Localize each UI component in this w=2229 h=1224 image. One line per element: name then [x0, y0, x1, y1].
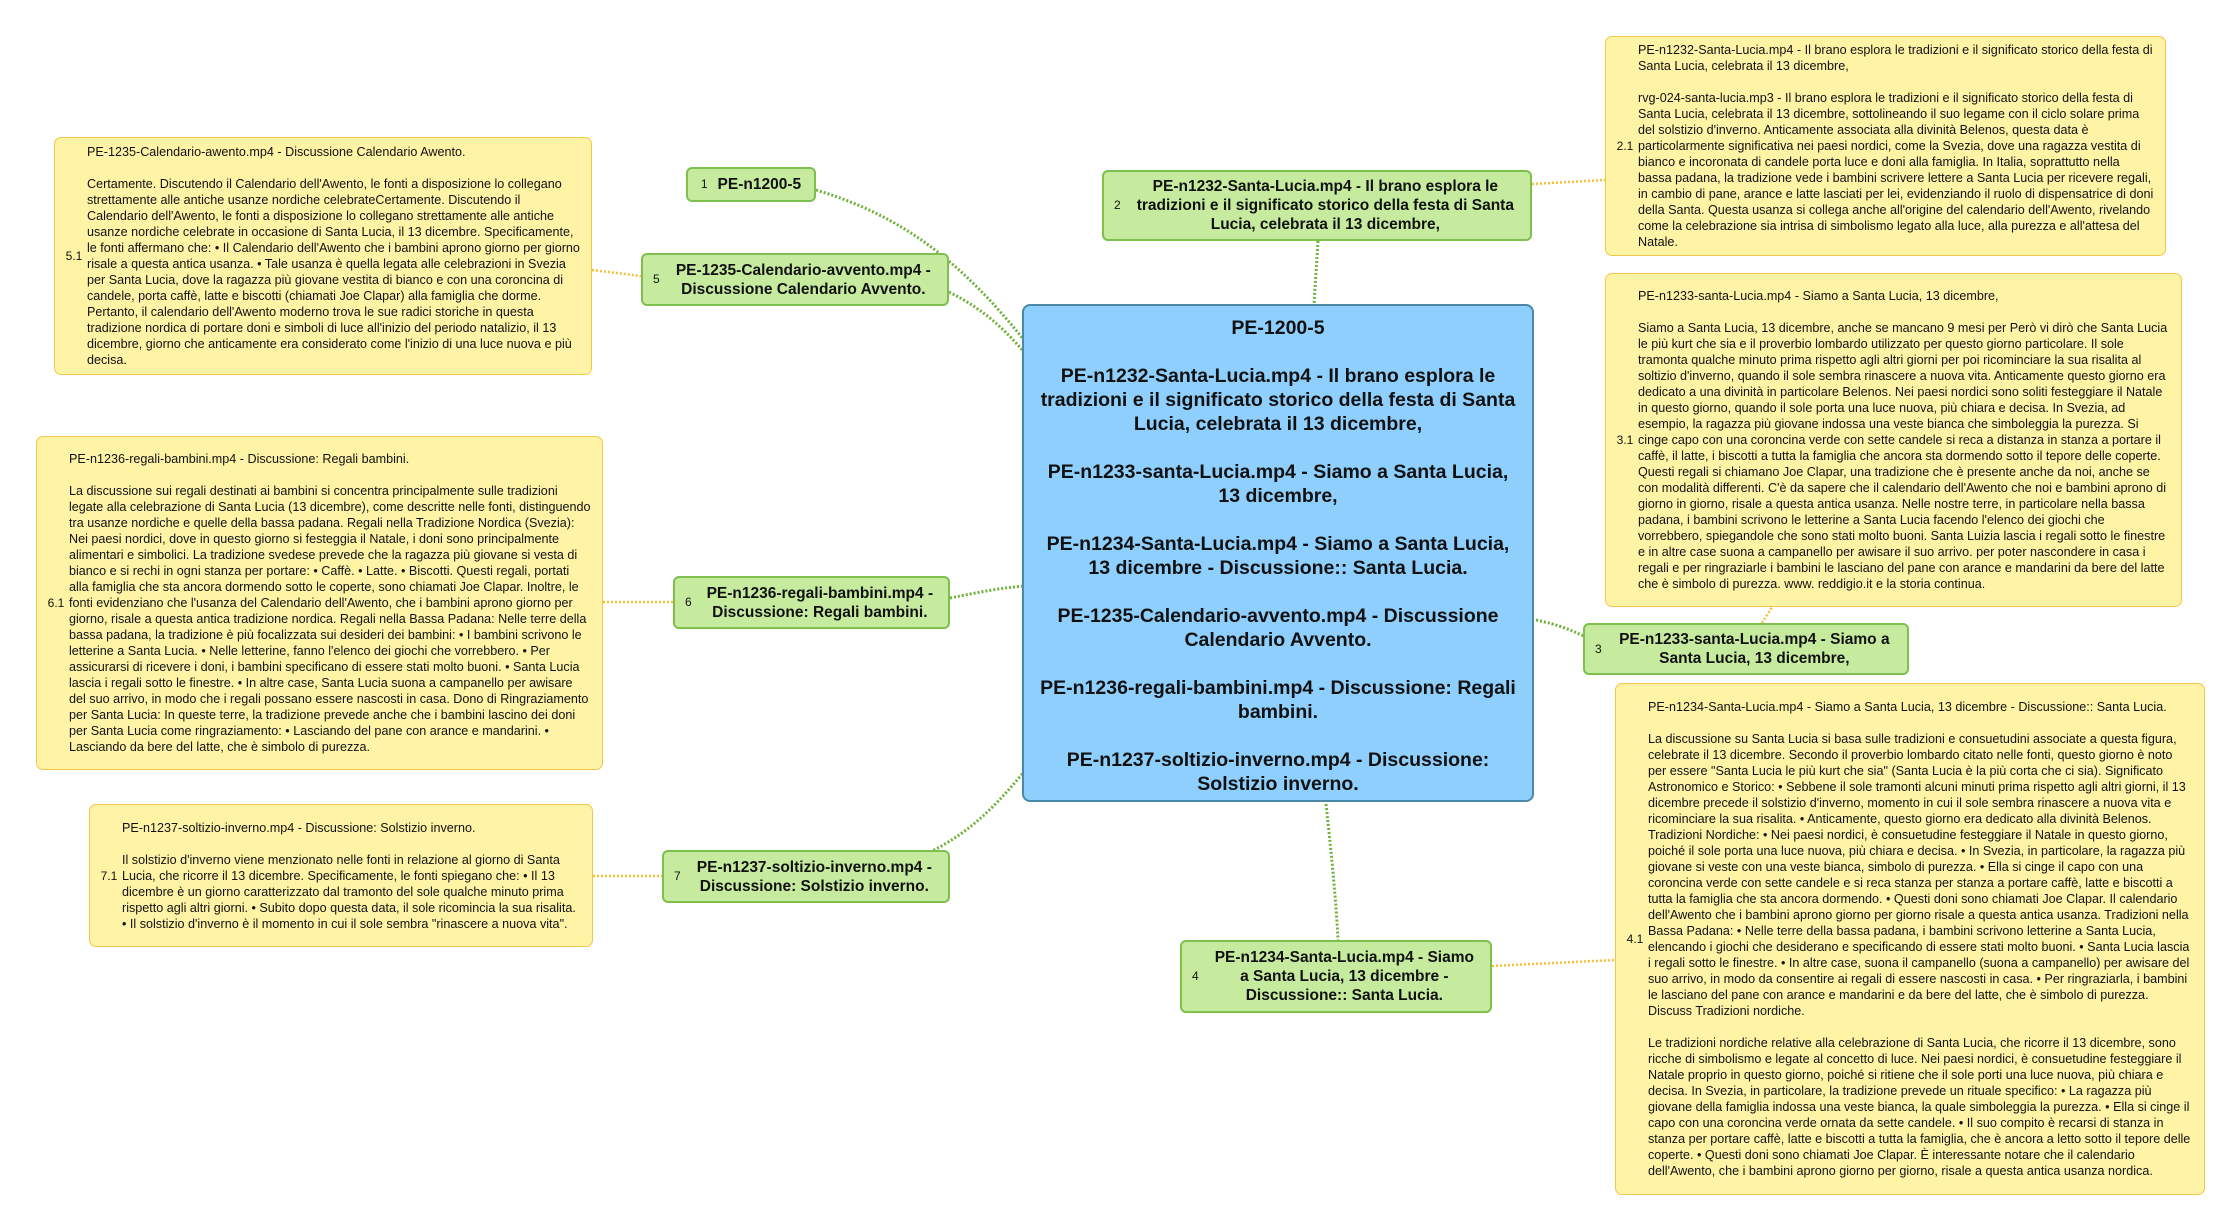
- link-center-topic-5: [948, 290, 1026, 353]
- note-title: PE-n1233-santa-Lucia.mp4 - Siamo a Santa…: [1638, 289, 1999, 303]
- note-body: Certamente. Discutendo il Calendario del…: [87, 177, 580, 367]
- link-center-topic-2: [1312, 240, 1320, 305]
- topic-label: PE-n1233-santa-Lucia.mp4 - Siamo a Santa…: [1619, 631, 1890, 667]
- central-line: PE-n1237-soltizio-inverno.mp4 - Discussi…: [1066, 749, 1490, 795]
- link-center-topic-3: [1535, 618, 1585, 638]
- note-number: 3.1: [1616, 433, 1634, 447]
- topic-label: PE-n1200-5: [717, 176, 802, 193]
- note-7-1[interactable]: 7.1 PE-n1237-soltizio-inverno.mp4 - Disc…: [89, 804, 593, 947]
- central-title: PE-1200-5: [1231, 317, 1325, 339]
- topic-6[interactable]: 6 PE-n1236-regali-bambini.mp4 - Discussio…: [673, 576, 950, 629]
- central-line: PE-n1236-regali-bambini.mp4 - Discussion…: [1040, 677, 1516, 723]
- topic-label: PE-1235-Calendario-avvento.mp4 - Discuss…: [675, 261, 931, 298]
- topic-4[interactable]: 4 PE-n1234-Santa-Lucia.mp4 - Siamo a Sant…: [1180, 940, 1492, 1013]
- note-body: Il solstizio d'inverno viene menzionato …: [122, 852, 576, 931]
- note-6-1[interactable]: 6.1 PE-n1236-regali-bambini.mp4 - Discus…: [36, 436, 603, 770]
- topic-5[interactable]: 5 PE-1235-Calendario-avvento.mp4 - Discus…: [641, 253, 949, 306]
- topic-label: PE-n1232-Santa-Lucia.mp4 - Il brano espl…: [1136, 178, 1514, 233]
- topic-number: 1: [700, 177, 708, 191]
- topic-label: PE-n1237-soltizio-inverno.mp4 - Discussi…: [696, 858, 932, 895]
- note-number: 2.1: [1616, 139, 1634, 153]
- note-5-1[interactable]: 5.1 PE-1235-Calendario-awento.mp4 - Disc…: [54, 137, 592, 375]
- note-body: La discussione sui regali destinati ai b…: [69, 484, 591, 754]
- topic-number: 6: [685, 595, 692, 609]
- topic-number: 5: [653, 272, 660, 286]
- topic-number: 4: [1192, 969, 1199, 983]
- note-title: PE-n1236-regali-bambini.mp4 - Discussion…: [69, 452, 410, 466]
- topic-number: 2: [1114, 198, 1121, 212]
- link-topic-3-note: [1760, 606, 1774, 624]
- link-topic-5-note: [591, 268, 642, 278]
- note-3-1[interactable]: 3.1 PE-n1233-santa-Lucia.mp4 - Siamo a S…: [1605, 273, 2182, 607]
- note-title: PE-1235-Calendario-awento.mp4 - Discussi…: [87, 145, 466, 159]
- note-2-1[interactable]: 2.1 PE-n1232-Santa-Lucia.mp4 - Il brano …: [1605, 36, 2166, 256]
- central-line: PE-n1232-Santa-Lucia.mp4 - Il brano espl…: [1040, 365, 1516, 435]
- topic-3[interactable]: 3 PE-n1233-santa-Lucia.mp4 - Siamo a Sant…: [1583, 623, 1909, 675]
- topic-label: PE-n1236-regali-bambini.mp4 - Discussion…: [706, 584, 934, 621]
- central-line: PE-n1234-Santa-Lucia.mp4 - Siamo a Santa…: [1046, 533, 1510, 579]
- note-4-1[interactable]: 4.1 PE-n1234-Santa-Lucia.mp4 - Siamo a S…: [1615, 683, 2205, 1195]
- link-topic-4-note: [1491, 958, 1616, 968]
- topic-7[interactable]: 7 PE-n1237-soltizio-inverno.mp4 - Discuss…: [662, 850, 950, 903]
- note-body: Le tradizioni nordiche relative alla cel…: [1648, 1036, 2191, 1178]
- note-body: Siamo a Santa Lucia, 13 dicembre, anche …: [1638, 321, 2168, 591]
- central-topic[interactable]: PE-1200-5 PE-n1232-Santa-Lucia.mp4 - Il …: [1022, 304, 1534, 802]
- note-number: 4.1: [1626, 932, 1644, 946]
- note-number: 5.1: [65, 249, 83, 263]
- link-topic-2-note: [1531, 178, 1606, 186]
- note-title: PE-n1234-Santa-Lucia.mp4 - Siamo a Santa…: [1648, 700, 2167, 714]
- link-center-topic-1: [815, 188, 1026, 341]
- central-line: PE-1235-Calendario-avvento.mp4 - Discuss…: [1057, 605, 1499, 651]
- central-line: PE-n1233-santa-Lucia.mp4 - Siamo a Santa…: [1047, 461, 1509, 507]
- link-center-topic-7: [929, 771, 1026, 854]
- topic-2[interactable]: 2 PE-n1232-Santa-Lucia.mp4 - Il brano esp…: [1102, 170, 1532, 241]
- topic-number: 3: [1595, 641, 1602, 656]
- link-center-topic-4: [1324, 803, 1340, 941]
- note-number: 6.1: [47, 596, 65, 610]
- note-title: PE-n1237-soltizio-inverno.mp4 - Discussi…: [122, 820, 476, 835]
- topic-label: PE-n1234-Santa-Lucia.mp4 - Siamo a Santa…: [1214, 949, 1474, 1004]
- note-body: La discussione su Santa Lucia si basa su…: [1648, 732, 2190, 1018]
- link-center-topic-6: [949, 584, 1025, 600]
- note-number: 7.1: [100, 868, 118, 883]
- note-title: PE-n1232-Santa-Lucia.mp4 - Il brano espl…: [1638, 43, 2153, 73]
- note-body: rvg-024-santa-lucia.mp3 - Il brano esplo…: [1638, 91, 2154, 249]
- topic-1[interactable]: 1 PE-n1200-5: [686, 167, 816, 202]
- topic-number: 7: [674, 869, 681, 883]
